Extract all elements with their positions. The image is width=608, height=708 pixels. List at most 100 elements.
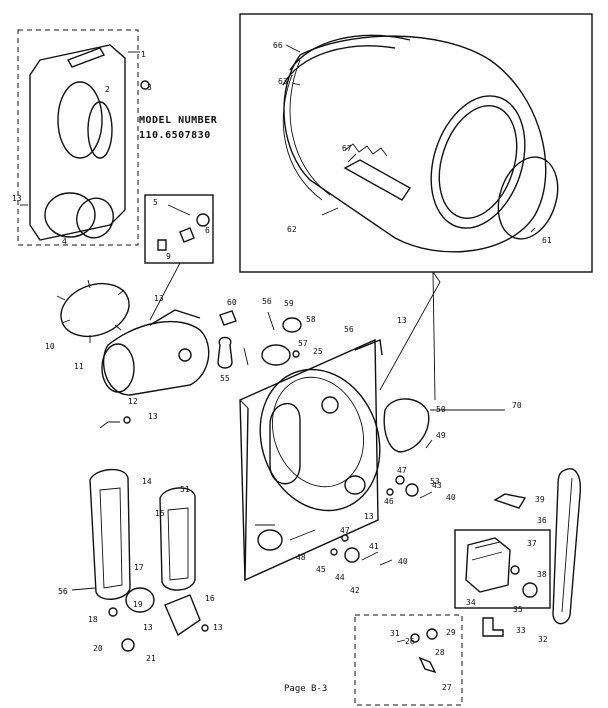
part-label-40a: 40 — [446, 493, 456, 502]
part-label-15: 15 — [155, 509, 165, 518]
part-label-6: 6 — [205, 226, 210, 235]
part-label-27: 27 — [442, 683, 452, 692]
detail-box-group — [354, 614, 463, 706]
bearing-mount — [179, 227, 195, 243]
bearing-6 — [196, 213, 210, 227]
switch-57 — [261, 344, 291, 366]
part-label-43: 43 — [432, 481, 442, 490]
part-label-10: 10 — [45, 342, 55, 351]
rear-panel-bracket — [66, 47, 106, 68]
part-label-40b: 40 — [398, 557, 408, 566]
part-label-21: 21 — [146, 654, 156, 663]
washer-45 — [330, 548, 338, 556]
part-label-4: 4 — [62, 237, 67, 246]
part-label-47a: 47 — [397, 466, 407, 475]
part-label-13f: 13 — [143, 623, 153, 632]
screw-3b — [243, 347, 249, 366]
part-label-67: 66 — [273, 41, 283, 50]
part-label-62: 61 — [542, 236, 552, 245]
thermostat-60 — [282, 317, 302, 333]
part-label-55: 55 — [220, 374, 230, 383]
mount-33 — [482, 617, 504, 637]
part-label-51: 51 — [180, 485, 190, 494]
panel-hole-left — [257, 529, 283, 551]
bearing-parts-group — [144, 194, 214, 321]
screw-13b — [123, 416, 131, 424]
washer-47a — [395, 475, 405, 485]
drive-belt-32 — [552, 468, 582, 625]
screw-31 — [396, 639, 406, 643]
part-label-34: 34 — [466, 598, 476, 607]
rear-panel-opening-bottom — [44, 192, 96, 238]
part-label-47b: 47 — [340, 526, 350, 535]
part-label-26: 26 — [405, 637, 415, 646]
part-label-37: 37 — [527, 539, 537, 548]
model-number-title: MODEL NUMBER — [139, 115, 218, 126]
front-panel — [239, 338, 379, 582]
timer-panel-inner — [167, 507, 189, 581]
blower-fins — [56, 279, 125, 343]
front-seal-ring — [497, 156, 559, 240]
drum-edge-2 — [282, 74, 323, 201]
leader-66 — [291, 82, 301, 86]
knob-17 — [125, 587, 155, 613]
shaft-43 — [419, 491, 433, 499]
part-label-9: 9 — [166, 252, 171, 261]
screw-5 — [167, 204, 191, 216]
screw-56 — [267, 311, 275, 331]
screw-18 — [108, 607, 118, 617]
part-label-63: 62 — [287, 225, 297, 234]
motor-group — [454, 468, 582, 637]
control-housing-inner — [99, 487, 123, 589]
leader-62 — [530, 227, 536, 233]
part-label-2: 2 — [105, 85, 110, 94]
drum-to-cabinet-line-2 — [432, 271, 436, 401]
part-label-60: 59 — [284, 299, 294, 308]
shaft-41 — [361, 551, 379, 561]
leader-to-blower — [149, 262, 181, 321]
motor-body — [465, 537, 511, 593]
part-label-50: 50 — [436, 405, 446, 414]
drum-front-inner — [438, 105, 518, 219]
pin-40 — [379, 559, 393, 566]
pulley-29 — [410, 633, 420, 643]
part-label-32: 32 — [538, 635, 548, 644]
front-panel-edge — [244, 407, 249, 581]
clip-9 — [157, 239, 167, 251]
rear-panel-frame — [17, 29, 139, 246]
light-switch-group — [217, 310, 302, 369]
part-label-66: 63 — [278, 77, 288, 86]
leader-58 — [71, 587, 96, 591]
motor-frame — [454, 529, 551, 609]
clip-12 — [99, 421, 120, 429]
panel-bracket — [354, 339, 383, 356]
timer-panel-51 — [159, 487, 196, 591]
part-label-31: 31 — [390, 629, 400, 638]
part-label-58: 56 — [58, 587, 68, 596]
rear-panel — [29, 44, 126, 241]
blower-hub — [178, 348, 192, 362]
part-label-13g: 13 — [213, 623, 223, 632]
drum-assembly-group — [239, 13, 593, 273]
pulley-44b — [344, 547, 360, 563]
part-label-42: 42 — [350, 586, 360, 595]
part-label-18: 18 — [88, 615, 98, 624]
part-label-5: 5 — [153, 198, 158, 207]
baffle-screw — [321, 207, 339, 216]
rear-panel-group — [17, 29, 150, 246]
screw-13g — [201, 624, 209, 632]
socket-61 — [219, 310, 237, 326]
part-label-45: 45 — [316, 565, 326, 574]
part-label-36: 36 — [537, 516, 547, 525]
drum-front-opening — [430, 95, 526, 229]
panel-corner — [239, 399, 249, 409]
part-label-56a: 56 — [262, 297, 272, 306]
part-label-13a: 13 — [12, 194, 22, 203]
blower-duct — [149, 309, 201, 326]
part-label-44: 44 — [335, 573, 345, 582]
blower-housing-11 — [103, 320, 210, 396]
part-label-16: 16 — [205, 594, 215, 603]
clip-37 — [510, 565, 520, 575]
knob-bracket-16 — [164, 594, 201, 637]
